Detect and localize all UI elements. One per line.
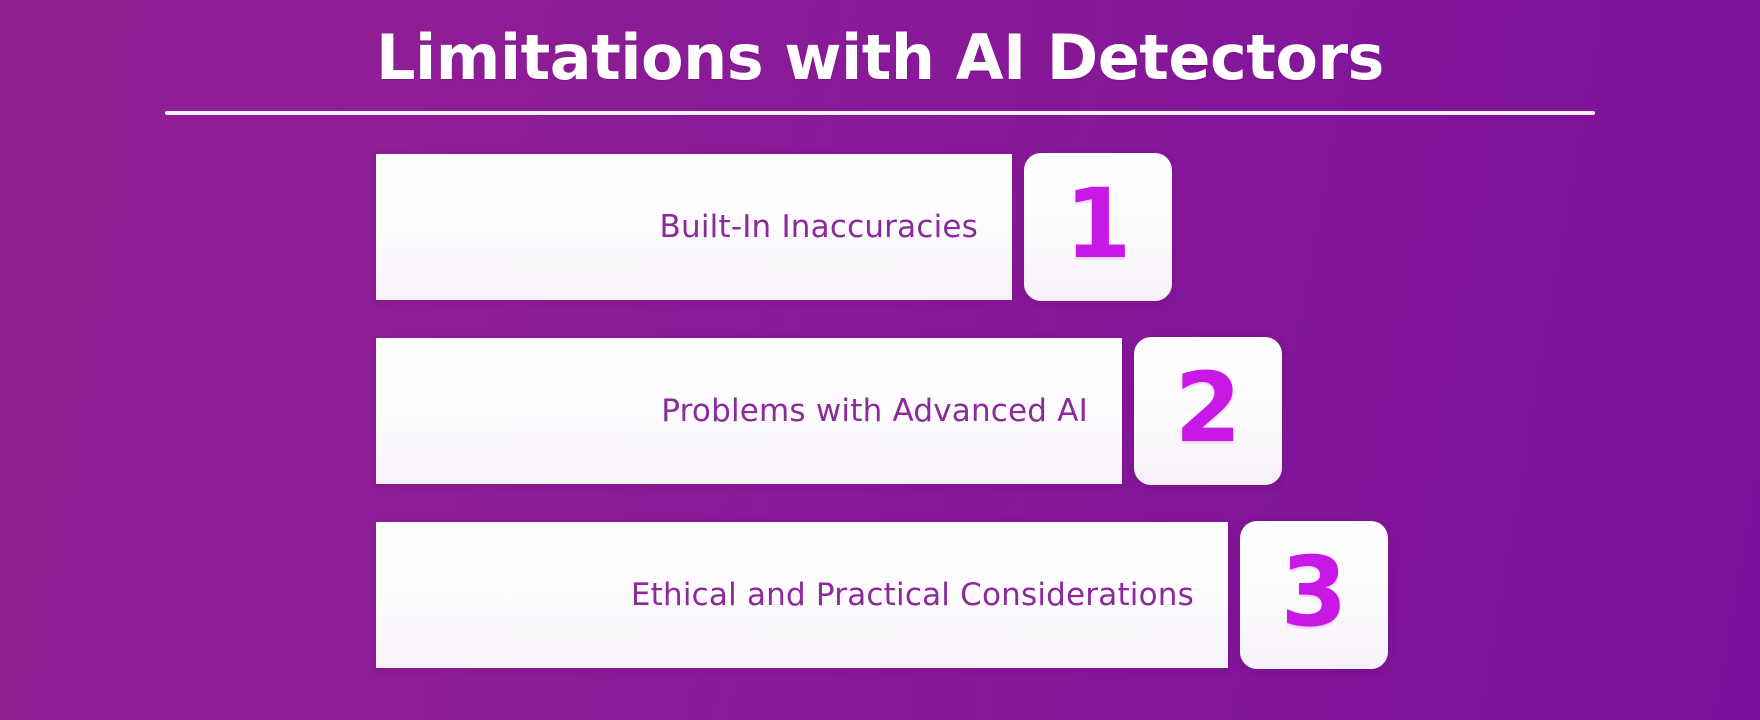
list-item-bar: Ethical and Practical Considerations <box>376 522 1228 669</box>
list-item-number-badge: 2 <box>1134 337 1282 486</box>
list-item-number-badge: 3 <box>1240 521 1388 670</box>
list-item: Built-In Inaccuracies 1 <box>376 153 1760 302</box>
list-item-label: Built-In Inaccuracies <box>659 209 978 246</box>
page-title: Limitations with AI Detectors <box>376 21 1384 94</box>
list-item-label: Ethical and Practical Considerations <box>630 577 1194 614</box>
title-divider <box>165 111 1595 116</box>
list-item: Ethical and Practical Considerations 3 <box>376 521 1760 670</box>
list-item-bar: Problems with Advanced AI <box>376 338 1122 485</box>
list-item-bar: Built-In Inaccuracies <box>376 154 1012 301</box>
header: Limitations with AI Detectors <box>0 0 1760 116</box>
list-item-number: 1 <box>1064 168 1132 281</box>
list-item-label: Problems with Advanced AI <box>661 393 1088 430</box>
list-item: Problems with Advanced AI 2 <box>376 337 1760 486</box>
list-item-number: 3 <box>1280 536 1348 649</box>
list-item-number-badge: 1 <box>1024 153 1172 302</box>
limitations-list: Built-In Inaccuracies 1 Problems with Ad… <box>0 153 1760 670</box>
list-item-number: 2 <box>1174 352 1242 465</box>
